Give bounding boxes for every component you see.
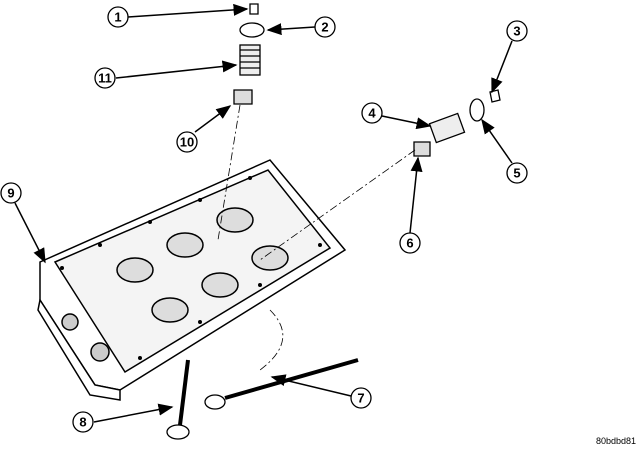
svg-text:9: 9 bbox=[7, 186, 14, 201]
svg-text:3: 3 bbox=[513, 24, 520, 39]
valve-spring-side bbox=[428, 112, 466, 144]
valve-spring-retainer-side bbox=[469, 98, 485, 122]
svg-text:6: 6 bbox=[406, 236, 413, 251]
svg-text:7: 7 bbox=[357, 391, 364, 406]
callout-11: 11 bbox=[94, 67, 116, 89]
valve-seal-side bbox=[413, 141, 431, 157]
callout-9: 9 bbox=[0, 182, 22, 204]
callout-leaders bbox=[14, 3, 513, 423]
valve-retainer-locks-top bbox=[249, 3, 259, 15]
svg-text:10: 10 bbox=[180, 135, 194, 150]
valve-seal-top bbox=[233, 89, 253, 105]
valve-components bbox=[166, 3, 501, 440]
callout-7: 7 bbox=[350, 387, 372, 409]
figure-code: 80bdbd81 bbox=[595, 436, 636, 446]
alignment-lines bbox=[217, 104, 416, 371]
exhaust-valve bbox=[224, 358, 359, 400]
callout-6: 6 bbox=[399, 232, 421, 254]
callout-5: 5 bbox=[506, 162, 528, 184]
callout-1: 1 bbox=[107, 6, 129, 28]
svg-text:5: 5 bbox=[513, 166, 520, 181]
svg-text:11: 11 bbox=[98, 71, 112, 86]
callout-4: 4 bbox=[361, 102, 383, 124]
callout-10: 10 bbox=[176, 131, 198, 153]
callout-3: 3 bbox=[506, 20, 528, 42]
valve-spring-retainer-top bbox=[239, 22, 265, 38]
svg-text:8: 8 bbox=[79, 415, 86, 430]
intake-valve bbox=[178, 359, 190, 426]
callout-2: 2 bbox=[314, 16, 336, 38]
cylinder-head bbox=[37, 159, 347, 401]
svg-text:1: 1 bbox=[114, 10, 121, 25]
callout-8: 8 bbox=[72, 411, 94, 433]
svg-text:4: 4 bbox=[368, 106, 376, 121]
svg-text:2: 2 bbox=[321, 20, 328, 35]
